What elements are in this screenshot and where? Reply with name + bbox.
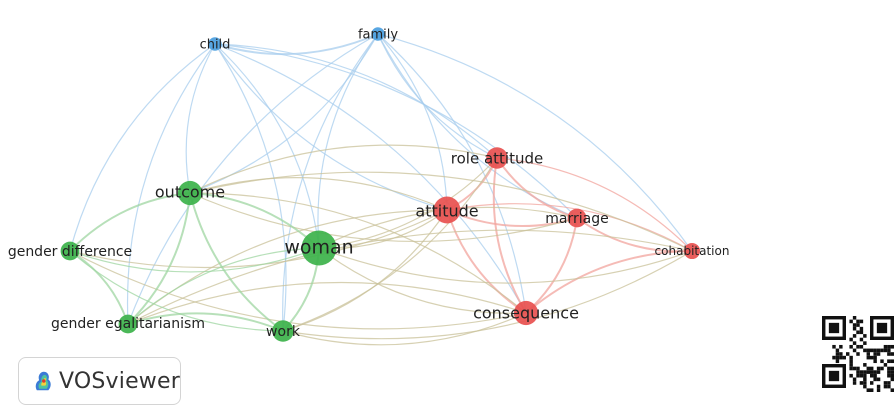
link — [496, 157, 578, 219]
logo-text: VOSviewer — [59, 368, 180, 394]
link — [69, 250, 129, 325]
link — [214, 33, 379, 56]
node-woman[interactable] — [301, 230, 337, 266]
link — [126, 43, 216, 325]
link — [127, 281, 527, 325]
vosviewer-logo: VOSviewer — [18, 357, 181, 405]
node-label-cohabitation[interactable]: cohabitation — [655, 244, 730, 258]
link — [69, 250, 527, 330]
node-gender-egalitarianism[interactable] — [118, 314, 138, 334]
link — [69, 247, 320, 273]
link — [446, 209, 527, 314]
link — [446, 203, 693, 252]
node-label-outcome[interactable]: outcome — [155, 183, 225, 202]
link — [282, 209, 448, 332]
link — [127, 247, 320, 325]
link — [185, 43, 216, 194]
link — [127, 229, 693, 325]
link — [214, 43, 498, 159]
nodes-layer — [60, 27, 701, 342]
node-label-attitude[interactable]: attitude — [415, 202, 478, 221]
node-label-marriage[interactable]: marriage — [545, 211, 608, 227]
node-label-child[interactable]: child — [200, 38, 231, 53]
link — [189, 176, 448, 211]
node-label-gender-difference[interactable]: gender difference — [8, 244, 132, 260]
link — [69, 192, 191, 252]
link — [214, 43, 527, 314]
link — [69, 43, 216, 252]
node-label-gender-egalitarianism[interactable]: gender egalitarianism — [51, 316, 205, 332]
vosviewer-heatmap-icon — [35, 371, 51, 391]
node-child[interactable] — [208, 37, 222, 51]
node-label-family[interactable]: family — [358, 28, 398, 43]
link — [189, 144, 498, 194]
link — [318, 247, 527, 314]
link — [377, 33, 527, 314]
link — [282, 33, 379, 332]
labels-layer: child family role attitude outcome attitude m… — [8, 28, 730, 340]
node-label-work[interactable]: work — [266, 324, 301, 340]
node-outcome[interactable] — [177, 180, 203, 206]
node-role-attitude[interactable] — [486, 147, 508, 169]
link — [127, 192, 191, 325]
link — [377, 33, 448, 211]
links-layer — [69, 33, 693, 346]
link — [214, 43, 448, 211]
link — [189, 192, 578, 243]
qr-code-icon — [822, 316, 894, 392]
node-attitude[interactable] — [433, 196, 461, 224]
link — [69, 250, 284, 332]
link — [189, 33, 379, 194]
node-label-consequence[interactable]: consequence — [473, 304, 579, 323]
link — [214, 43, 287, 332]
link — [377, 33, 693, 252]
node-consequence[interactable] — [513, 300, 539, 326]
link — [492, 157, 527, 314]
link — [318, 247, 693, 284]
link — [318, 157, 498, 249]
link — [189, 171, 693, 252]
link — [496, 157, 693, 252]
link — [282, 157, 498, 332]
link — [377, 33, 578, 219]
link — [525, 250, 693, 314]
link — [189, 192, 284, 332]
node-gender-difference[interactable] — [60, 241, 80, 261]
link — [214, 43, 320, 249]
link — [282, 250, 693, 340]
node-family[interactable] — [371, 27, 385, 41]
node-label-role-attitude[interactable]: role attitude — [451, 149, 543, 167]
link — [282, 312, 527, 346]
node-label-woman[interactable]: woman — [284, 237, 353, 259]
link — [127, 33, 379, 325]
node-work[interactable] — [272, 320, 294, 342]
node-cohabitation[interactable] — [683, 242, 701, 260]
link — [127, 312, 284, 332]
link — [189, 192, 527, 314]
link — [214, 43, 578, 219]
node-marriage[interactable] — [567, 208, 587, 228]
